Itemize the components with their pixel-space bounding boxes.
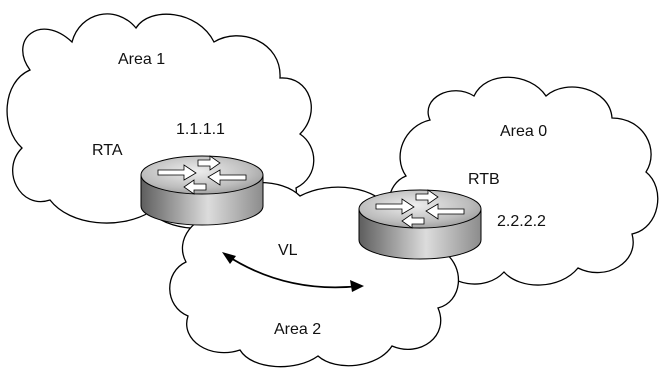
router-rta-icon — [140, 155, 264, 226]
area-2-label: Area 2 — [274, 321, 322, 338]
virtual-link-double-arrow-icon — [222, 252, 364, 292]
area-0-label: Area 0 — [500, 123, 548, 140]
rta-router-id: 1.1.1.1 — [176, 121, 225, 138]
rta-label: RTA — [92, 142, 123, 159]
rtb-label: RTB — [468, 171, 500, 188]
area-1-label: Area 1 — [118, 51, 166, 68]
virtual-link-label: VL — [278, 242, 298, 259]
router-rtb-icon — [358, 189, 482, 260]
rtb-router-id: 2.2.2.2 — [497, 213, 546, 230]
